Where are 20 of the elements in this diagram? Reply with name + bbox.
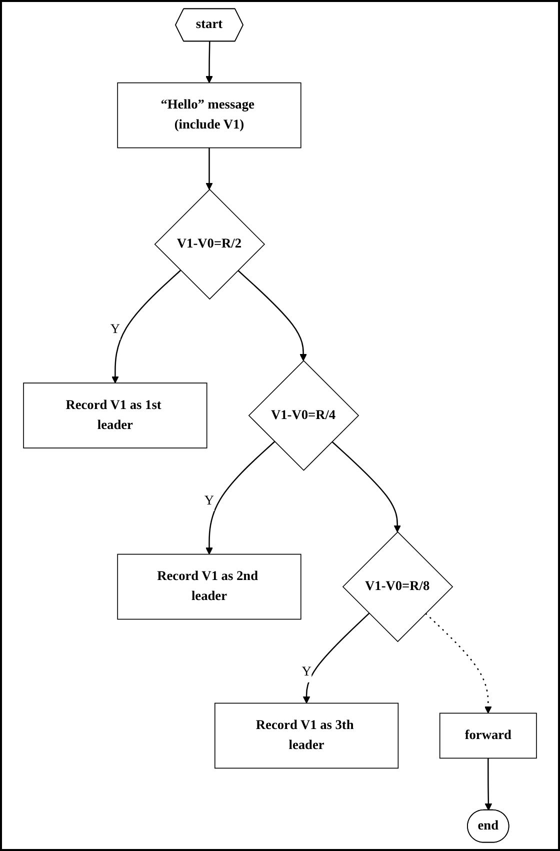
arrow (206, 441, 276, 555)
node-box: Record V1 as 3th leader (214, 702, 399, 769)
arrow (332, 441, 401, 532)
edge-label: Y (302, 664, 312, 680)
node-box: “Hello” message (include V1) (117, 82, 302, 148)
arrow (238, 270, 307, 362)
arrow (206, 42, 213, 84)
edge-label: Y (110, 322, 120, 337)
node-diamond: V1-V0=R/4 (248, 360, 360, 471)
node-diamond: V1-V0=R/8 (342, 531, 454, 642)
node-box: Record V1 as 1st leader (23, 382, 208, 448)
arrow (302, 612, 370, 704)
arrow (112, 270, 181, 384)
node-diamond: V1-V0=R/2 (154, 188, 266, 300)
node-box: forward (439, 712, 537, 759)
arrow (425, 612, 492, 714)
node-box: Record V1 as 2nd leader (117, 554, 302, 620)
arrow (206, 148, 213, 190)
arrow (484, 758, 492, 811)
edge-label: Y (204, 494, 214, 508)
